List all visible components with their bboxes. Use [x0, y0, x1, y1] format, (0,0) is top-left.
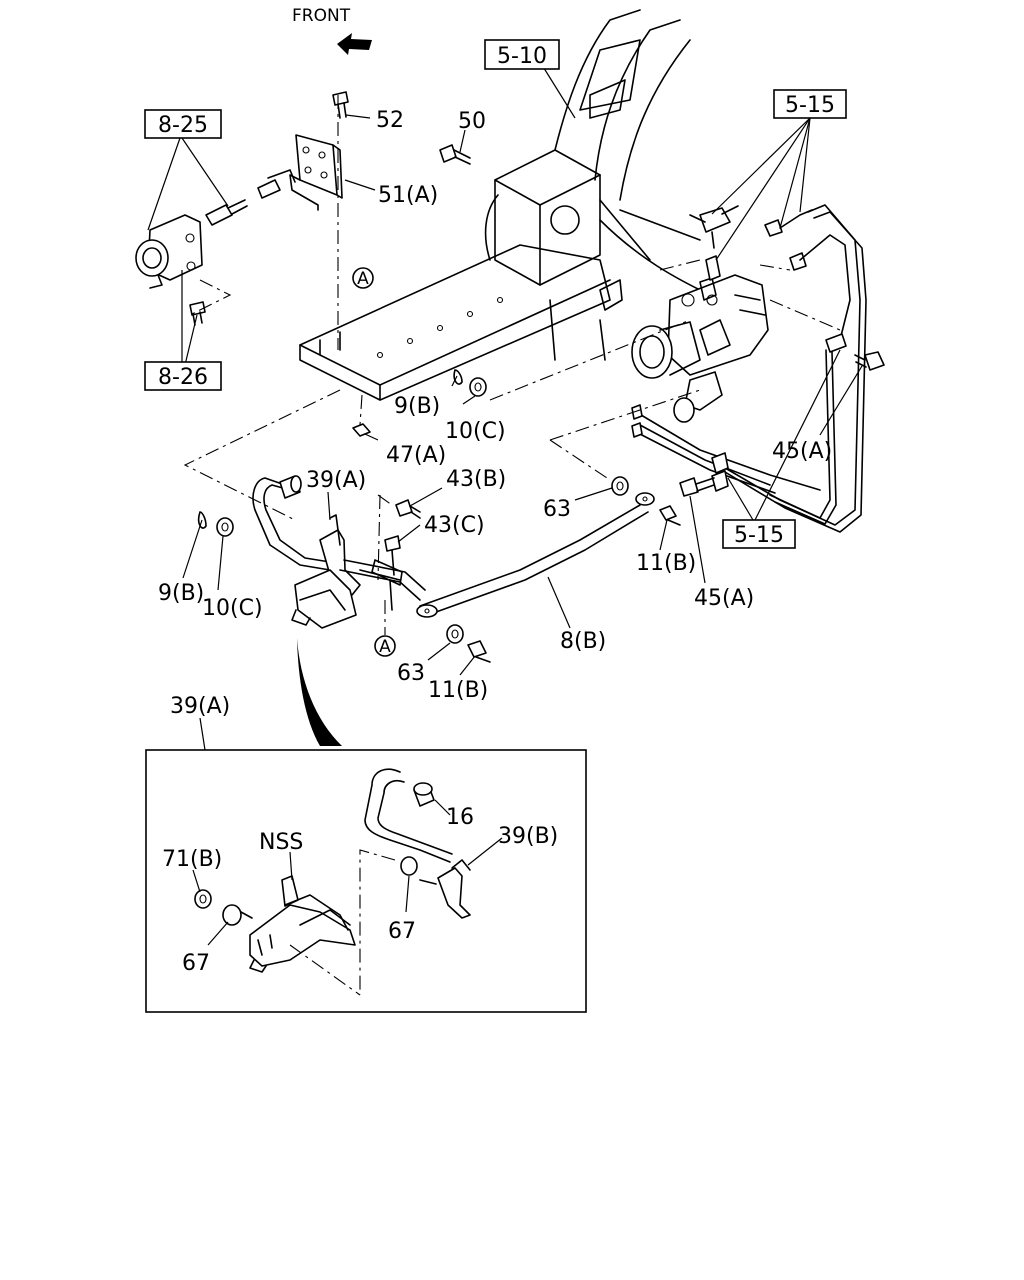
- bolt-50: [439, 144, 471, 165]
- callout-50: 50: [458, 109, 486, 134]
- ref-5-10: 5-10: [497, 44, 547, 69]
- callout-43c: 43(C): [424, 513, 485, 538]
- callout-a-bottom: A: [379, 637, 391, 657]
- mounting-bracket: [289, 91, 349, 211]
- ref-8-26: 8-26: [158, 365, 208, 390]
- leader-lines: [147, 64, 863, 676]
- callout-9b-left: 9(B): [158, 581, 204, 606]
- bolts-45a: [679, 351, 885, 497]
- inset-callout-16: 16: [446, 805, 474, 830]
- callout-8b: 8(B): [560, 629, 606, 654]
- callout-10c-top: 10(C): [445, 419, 506, 444]
- detail-pointer: [297, 638, 342, 746]
- callout-52: 52: [376, 108, 404, 133]
- frame-rail: [299, 9, 701, 401]
- inset-detail: 39(A) 16 39(B) NSS 71(B) 67 67: [145, 694, 587, 1013]
- rod-8b: [416, 492, 655, 618]
- callout-63-right: 63: [543, 497, 571, 522]
- callout-a-top: A: [357, 269, 369, 289]
- hydraulic-pipes: [631, 204, 867, 533]
- alignment-lines: [183, 95, 841, 635]
- callout-11b-right: 11(B): [636, 551, 696, 576]
- inset-callout-39b: 39(B): [498, 824, 558, 849]
- callout-45a-bottom: 45(A): [694, 586, 754, 611]
- hydraulic-unit: [631, 205, 813, 423]
- ref-box-5-15-bottom: [722, 519, 796, 549]
- ref-box-8-25: [144, 109, 222, 139]
- inset-callout-67-mid: 67: [388, 919, 416, 944]
- ref-box-5-15-top: [773, 89, 847, 119]
- callout-47a: 47(A): [386, 443, 446, 468]
- front-arrow-icon: [337, 33, 372, 55]
- callout-45a-right: 45(A): [772, 439, 832, 464]
- ref-5-15-top: 5-15: [785, 93, 835, 118]
- callout-9b-top: 9(B): [394, 394, 440, 419]
- callout-39a: 39(A): [306, 468, 366, 493]
- ref-box-5-10: [484, 39, 560, 70]
- callout-63-bottom: 63: [397, 661, 425, 686]
- pedal-assembly: [252, 475, 426, 629]
- small-hardware: [197, 369, 681, 663]
- ref-box-8-26: [144, 361, 222, 391]
- switch-assembly: [135, 169, 296, 326]
- front-label: FRONT: [292, 6, 351, 26]
- inset-callout-nss: NSS: [259, 830, 303, 855]
- inset-callout-67-left: 67: [182, 951, 210, 976]
- callout-10c-left: 10(C): [202, 596, 263, 621]
- inset-title: 39(A): [170, 694, 230, 719]
- inset-callout-71b: 71(B): [162, 847, 222, 872]
- part-callouts: 52 50 51(A) A 9(B) 10(C) 47(A) 45(A) 39(…: [158, 108, 832, 703]
- callout-51a: 51(A): [378, 183, 438, 208]
- ref-8-25: 8-25: [158, 113, 208, 138]
- callout-43b: 43(B): [446, 467, 506, 492]
- reference-boxes: 5-10 8-25 8-26 5-15 5-15: [144, 39, 847, 549]
- callout-11b-bottom: 11(B): [428, 678, 488, 703]
- front-indicator: FRONT: [292, 6, 372, 55]
- inset-frame: [145, 749, 587, 1013]
- ref-5-15-bottom: 5-15: [734, 523, 784, 548]
- reference-markers: [352, 267, 396, 657]
